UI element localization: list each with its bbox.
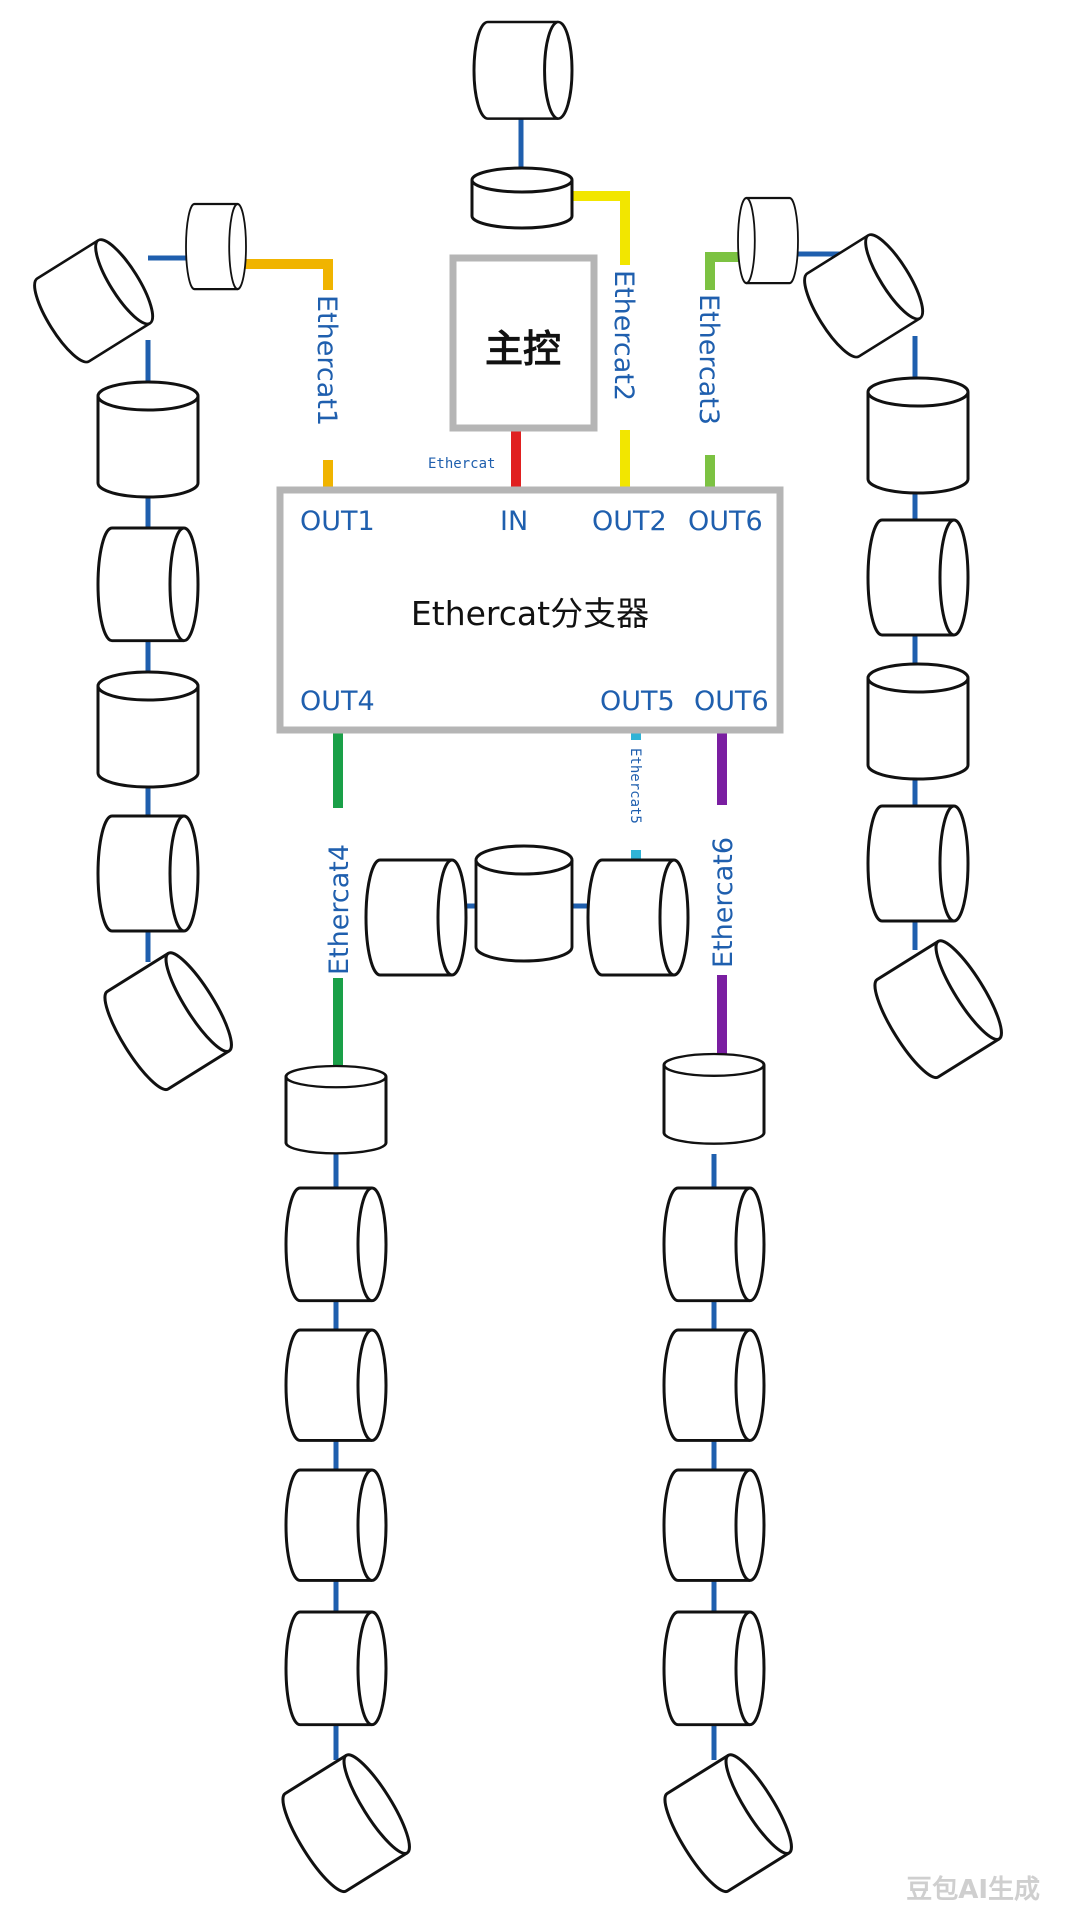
bus-label-ethercat4: Ethercat4	[324, 844, 355, 975]
left-wrist-joint	[93, 944, 243, 1098]
controller-box: 主控	[449, 254, 598, 432]
left-arm-joint-3	[96, 380, 200, 499]
head-joint-upper	[472, 20, 574, 121]
left-shoulder-joint-1	[184, 202, 248, 291]
right-leg-joint-3	[662, 1328, 766, 1442]
bus-label-ethercat5: Ethercat5	[627, 748, 643, 824]
head-joint-neck	[470, 166, 574, 230]
waist-joint-right	[586, 858, 690, 977]
left-arm-joint-4	[96, 526, 200, 643]
left-hip-joint	[284, 1064, 388, 1155]
right-arm-joint-6	[866, 804, 970, 923]
bus-label-ethercat-in: Ethercat	[428, 456, 495, 472]
left-arm-joints	[23, 202, 248, 1098]
bus-labels: Ethercat1 Ethercat2 Ethercat3 Ethercat E…	[311, 265, 739, 978]
bus-label-ethercat2: Ethercat2	[608, 270, 639, 401]
right-arm-joint-5	[866, 662, 970, 781]
bus-label-ethercat3: Ethercat3	[693, 294, 724, 425]
port-in-label: IN	[500, 506, 528, 537]
left-ankle-joint	[271, 1746, 421, 1900]
bus-label-ethercat1: Ethercat1	[311, 295, 342, 426]
head-joints	[470, 20, 574, 230]
right-leg-joint-5	[662, 1610, 766, 1727]
watermark: 豆包AI生成	[906, 1874, 1040, 1905]
splitter-box: Ethercat分支器 OUT1 IN OUT2 OUT6 OUT4 OUT5 …	[276, 486, 784, 734]
port-out6-bottom-label: OUT6	[694, 686, 769, 717]
splitter-label: Ethercat分支器	[411, 594, 649, 633]
right-ankle-joint	[653, 1746, 803, 1900]
right-shoulder-joint-2	[793, 226, 934, 366]
waist-joints	[364, 844, 690, 977]
left-shoulder-joint-2	[23, 231, 164, 371]
right-wrist-joint	[863, 932, 1013, 1086]
right-leg-joint-2	[662, 1186, 766, 1303]
port-out2-label: OUT2	[592, 506, 667, 537]
right-hip-joint	[662, 1052, 766, 1146]
right-arm-joint-3	[866, 376, 970, 495]
right-leg-joints	[653, 1052, 803, 1900]
controller-label: 主控	[485, 327, 561, 371]
waist-joint-center	[474, 844, 574, 963]
left-leg-joint-5	[284, 1610, 388, 1727]
port-out4-label: OUT4	[300, 686, 375, 717]
left-leg-joint-4	[284, 1468, 388, 1582]
left-arm-joint-5	[96, 670, 200, 789]
port-out6-top-label: OUT6	[688, 506, 763, 537]
port-out1-label: OUT1	[300, 506, 375, 537]
right-arm-joint-4	[866, 518, 970, 637]
left-leg-joint-2	[284, 1186, 388, 1303]
left-leg-joints	[271, 1064, 421, 1900]
right-leg-joint-4	[662, 1468, 766, 1582]
port-out5-label: OUT5	[600, 686, 675, 717]
left-arm-joint-6	[96, 814, 200, 933]
bus-label-ethercat6: Ethercat6	[708, 837, 739, 968]
left-leg-joint-3	[284, 1328, 388, 1442]
right-shoulder-joint-1	[736, 196, 800, 285]
waist-joint-left	[364, 858, 468, 977]
